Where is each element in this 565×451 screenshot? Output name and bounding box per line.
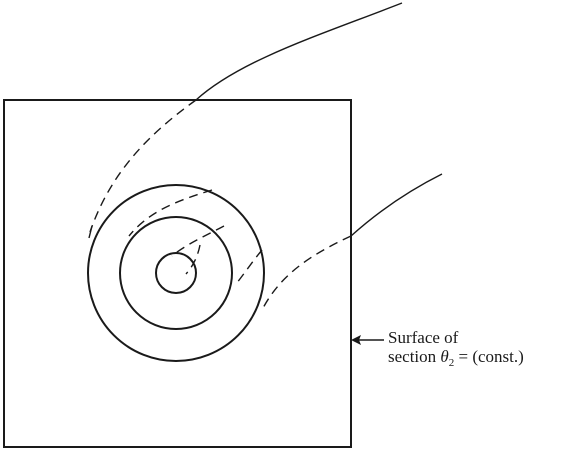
upper-trajectory-solid [195,2,403,101]
wrap-dashed-2 [171,225,225,257]
middle-invariant-circle [119,216,233,330]
annotation-theta-symbol: θ [440,347,448,366]
outer-invariant-circle [87,184,265,362]
wrap-dashed-4 [235,249,263,285]
wrap-dashed-1 [128,189,213,237]
upper-trajectory-hit [88,225,93,239]
annotation-line-2-suffix: = (const.) [454,347,524,366]
annotation-line-1: Surface of [388,328,459,347]
annotation-theta-subscript: 2 [449,357,455,369]
annotation-line-2: section θ2 = (const.) [388,347,524,369]
upper-trajectory-dashed [89,99,197,233]
wrap-dashed-3 [185,244,201,275]
annotation-line-2-prefix: section [388,347,440,366]
lower-trajectory-dashed [261,235,352,311]
annotation-arrow-head [351,335,361,345]
lower-trajectory-solid [350,173,443,237]
inner-invariant-circle [155,252,197,294]
section-plane [3,99,352,448]
